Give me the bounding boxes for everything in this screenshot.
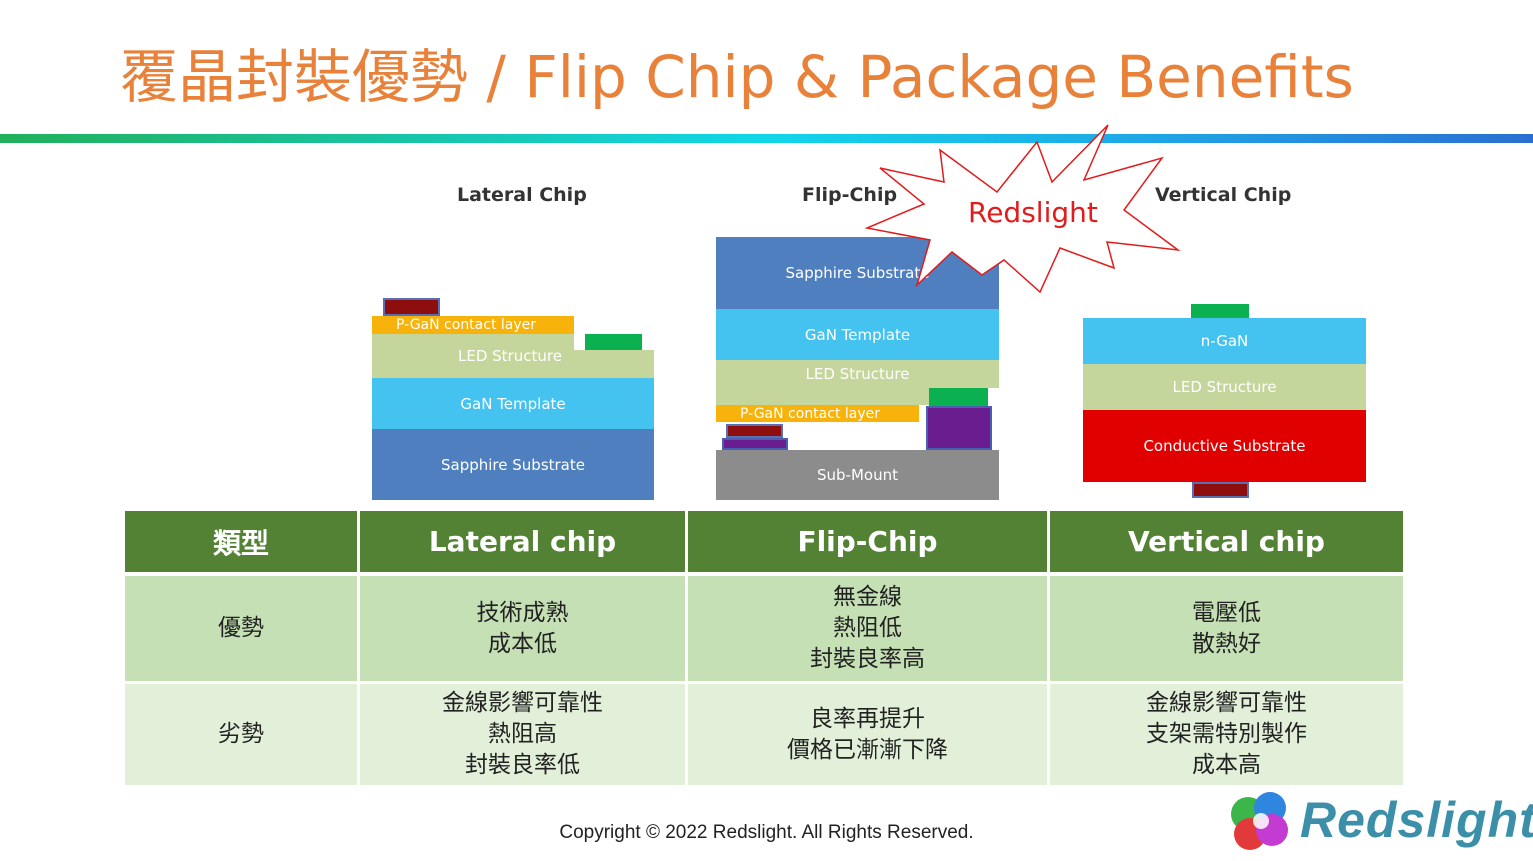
cell-line: 熱阻低 (833, 615, 902, 641)
table-cell: 電壓低 散熱好 (1050, 576, 1403, 684)
vertical-n-electrode (1191, 304, 1249, 318)
cell-line: 電壓低 (1192, 599, 1261, 626)
lateral-led-label: LED Structure (458, 347, 562, 365)
table-cell: 金線影響可靠性 熱阻高 封裝良率低 (360, 684, 685, 785)
table-cell: 技術成熟 成本低 (360, 576, 685, 684)
lateral-p-electrode (383, 298, 440, 316)
cell-line: 散熱好 (1192, 630, 1261, 657)
lateral-pgan-layer: P-GaN contact layer (372, 316, 574, 334)
cell-line: 價格已漸漸下降 (787, 736, 948, 763)
redslight-logo-icon (1231, 792, 1288, 850)
burst-callout-label: Redslight (968, 196, 1098, 229)
slide-title: 覆晶封裝優勢 / Flip Chip & Package Benefits (120, 43, 1354, 111)
flip-led-extension (716, 388, 929, 405)
flip-chip-label: Flip-Chip (802, 184, 898, 206)
lateral-n-electrode (585, 334, 642, 351)
copyright-text: Copyright © 2022 Redslight. All Rights R… (559, 822, 974, 843)
table-row-advantages: 優勢 技術成熟 成本低 無金線 熱阻低 封裝良率高 電壓低 散熱好 (125, 576, 1403, 684)
vertical-p-electrode (1192, 482, 1249, 498)
cell-line: 封裝良率高 (810, 646, 925, 672)
vertical-conductive-layer: Conductive Substrate (1083, 410, 1366, 482)
title-gradient-bar (0, 134, 1533, 143)
flip-gan-layer: GaN Template (716, 309, 999, 360)
burst-callout-shape (864, 124, 1181, 294)
table-header-lateral: Lateral chip (360, 511, 685, 576)
lateral-led-layer: LED Structure (372, 334, 574, 378)
table-header-row: 類型 Lateral chip Flip-Chip Vertical chip (125, 511, 1403, 576)
flip-led-layer: LED Structure (716, 360, 999, 388)
cell-line: 技術成熟 (476, 599, 569, 626)
lateral-led-step (574, 350, 654, 378)
cell-line: 支架需特別製作 (1146, 721, 1307, 747)
cell-line: 金線影響可靠性 (442, 690, 603, 716)
cell-line: 金線影響可靠性 (1146, 690, 1307, 716)
cell-line: 封裝良率低 (465, 752, 580, 778)
lateral-chip-label: Lateral Chip (457, 184, 587, 206)
flip-n-electrode (929, 388, 988, 406)
table-header-type: 類型 (125, 511, 357, 576)
flip-p-electrode (726, 424, 783, 438)
lateral-sapphire-layer: Sapphire Substrate (372, 429, 654, 500)
row-label-advantages: 優勢 (125, 576, 357, 684)
row-label-disadvantages: 劣勢 (125, 684, 357, 785)
cell-line: 熱阻高 (488, 721, 557, 747)
logo-wordmark: Redslight (1300, 792, 1533, 848)
vertical-led-layer: LED Structure (1083, 364, 1366, 410)
cell-line: 良率再提升 (810, 705, 925, 732)
table-cell: 良率再提升 價格已漸漸下降 (688, 684, 1047, 785)
comparison-table: 類型 Lateral chip Flip-Chip Vertical chip … (122, 511, 1406, 785)
cell-line: 無金線 (833, 584, 902, 610)
vertical-chip-label: Vertical Chip (1155, 184, 1292, 206)
table-row-disadvantages: 劣勢 金線影響可靠性 熱阻高 封裝良率低 良率再提升 價格已漸漸下降 金線影響可… (125, 684, 1403, 785)
lateral-gan-layer: GaN Template (372, 378, 654, 429)
flip-pgan-layer: P-GaN contact layer (716, 405, 919, 422)
cell-line: 成本高 (1192, 752, 1261, 778)
flip-n-bump (926, 406, 992, 450)
cell-line: 成本低 (488, 630, 557, 657)
table-cell: 金線影響可靠性 支架需特別製作 成本高 (1050, 684, 1403, 785)
flip-submount-layer: Sub-Mount (716, 450, 999, 500)
flip-p-bump (722, 438, 788, 450)
table-cell: 無金線 熱阻低 封裝良率高 (688, 576, 1047, 684)
table-header-flip: Flip-Chip (688, 511, 1047, 576)
vertical-ngan-layer: n-GaN (1083, 318, 1366, 364)
table-header-vertical: Vertical chip (1050, 511, 1403, 576)
